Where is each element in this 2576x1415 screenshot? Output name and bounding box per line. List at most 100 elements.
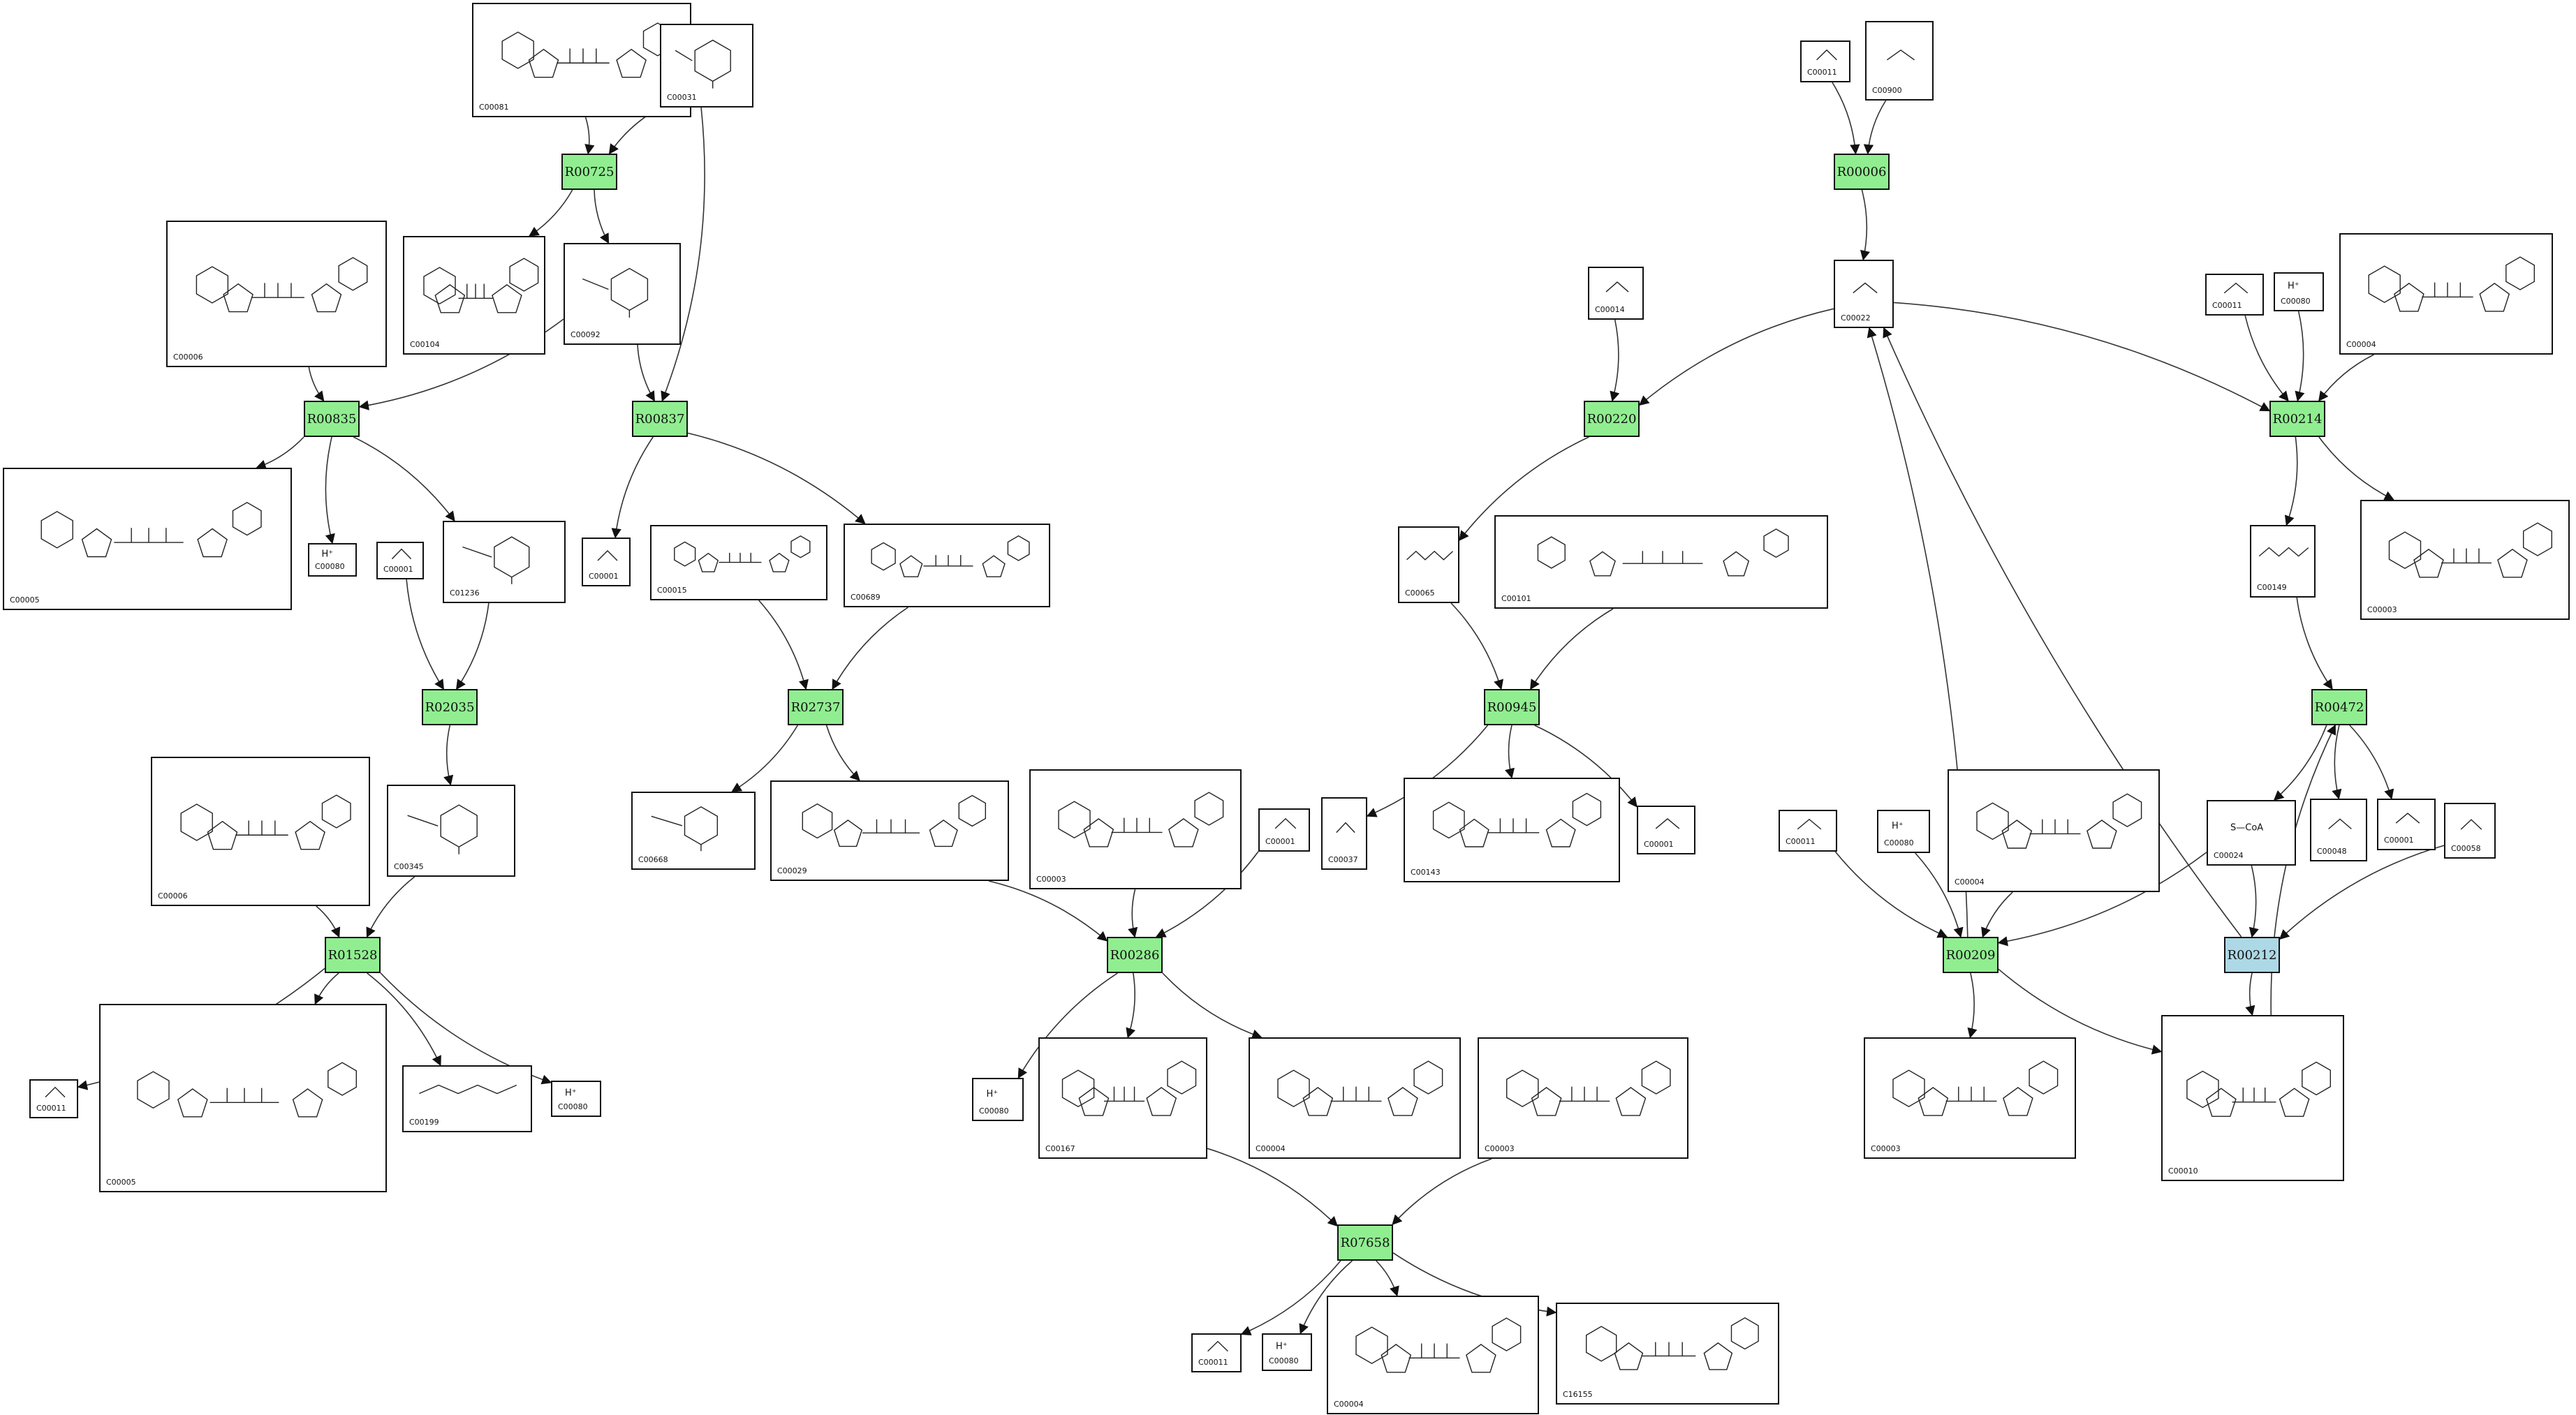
compound-c00080[interactable]: H⁺C00080 [308,543,357,577]
compound-c00022[interactable]: C00022 [1834,260,1894,328]
compound-c00001[interactable]: C00001 [1637,806,1695,854]
compound-c00006[interactable]: C00006 [151,757,370,906]
reaction-r00220[interactable]: R00220 [1584,401,1640,437]
structure-drawing [180,794,351,850]
compound-c00080[interactable]: H⁺C00080 [1262,1333,1312,1371]
compound-c00005[interactable]: C00005 [99,1004,387,1192]
compound-label: C00022 [1841,313,1871,323]
reaction-r00209[interactable]: R00209 [1943,937,1999,973]
edge-R00212-n53 [2245,972,2255,1016]
edge-n34-R00220 [1610,319,1620,402]
compound-c00003[interactable]: C00003 [1029,769,1242,889]
compound-c00029[interactable]: C00029 [770,780,1009,881]
compound-c00004[interactable]: C00004 [2339,233,2553,355]
compound-c00080[interactable]: H⁺C00080 [2274,272,2324,311]
reaction-r02737[interactable]: R02737 [788,689,844,725]
compound-c00668[interactable]: C00668 [631,792,756,870]
structure-drawing: H⁺ [565,1088,577,1099]
compound-c00001[interactable]: C00001 [582,538,631,586]
edge-n46-R00209 [1915,852,1964,938]
compound-label: C00345 [394,862,424,871]
compound-c00037[interactable]: C00037 [1321,797,1367,870]
compound-c00011[interactable]: C00011 [1779,810,1837,852]
compound-c00011[interactable]: C00011 [29,1079,78,1118]
compound-c00101[interactable]: C00101 [1494,515,1828,609]
compound-formula: H⁺ [322,549,334,560]
reaction-r00835[interactable]: R00835 [304,401,360,437]
compound-c00004[interactable]: C00004 [1948,769,2160,892]
reaction-r00286[interactable]: R00286 [1107,937,1163,973]
compound-c00199[interactable]: C00199 [402,1065,532,1132]
reaction-r07658[interactable]: R07658 [1337,1224,1393,1261]
edge-n16-R00286 [988,880,1108,942]
edge-n38-R00945 [1450,602,1503,690]
compound-c00011[interactable]: C00011 [1800,40,1850,82]
compound-c00048[interactable]: C00048 [2310,799,2367,861]
compound-c00092[interactable]: C00092 [564,243,681,345]
compound-c00001[interactable]: C00001 [376,542,424,579]
compound-c00080[interactable]: H⁺C00080 [972,1078,1024,1121]
reaction-r01528[interactable]: R01528 [325,937,381,973]
compound-label: C00143 [1411,868,1441,877]
reaction-r00006[interactable]: R00006 [1834,154,1890,190]
compound-c00080[interactable]: H⁺C00080 [1877,810,1930,853]
compound-c00900[interactable]: C00900 [1865,21,1934,101]
compound-c00003[interactable]: C00003 [2360,500,2570,620]
reaction-r00837[interactable]: R00837 [632,401,688,437]
compound-c00104[interactable]: C00104 [403,236,545,355]
structure-drawing [45,1086,66,1098]
compound-c00006[interactable]: C00006 [166,221,387,367]
compound-c00011[interactable]: C00011 [1191,1333,1242,1372]
compound-c00149[interactable]: C00149 [2250,525,2316,598]
compound-c16155[interactable]: C16155 [1556,1303,1779,1405]
compound-c00143[interactable]: C00143 [1404,778,1620,882]
compound-c00167[interactable]: C00167 [1038,1037,1207,1159]
edge-R02737-n15 [731,725,798,792]
compound-c00065[interactable]: C00065 [1398,526,1459,603]
compound-label: C00081 [479,103,509,112]
compound-c00003[interactable]: C00003 [1478,1037,1688,1159]
compound-c00004[interactable]: C00004 [1249,1037,1461,1159]
compound-c00345[interactable]: C00345 [387,785,515,877]
compound-label: C00092 [571,330,601,339]
edge-n5-R00837 [637,344,655,402]
compound-label: C00080 [558,1102,588,1111]
edge-n17-R00286 [1128,889,1138,938]
compound-formula: H⁺ [1276,1342,1288,1352]
compound-c00003[interactable]: C00003 [1864,1037,2076,1159]
compound-c00004[interactable]: C00004 [1327,1296,1539,1414]
compound-c00010[interactable]: C00010 [2161,1015,2344,1181]
compound-c00031[interactable]: C00031 [660,24,753,108]
compound-label: C00037 [1328,855,1358,864]
structure-drawing [1355,1317,1522,1373]
compound-c00011[interactable]: C00011 [2205,274,2264,316]
compound-c00014[interactable]: C00014 [1588,267,1644,320]
edge-n3-R00835 [308,366,325,402]
structure-drawing [462,536,530,584]
structure-drawing: H⁺ [1892,821,1904,831]
edge-R00212-n33 [1883,327,2242,938]
edge-n36-R00214 [2295,311,2305,402]
compound-c00015[interactable]: C00015 [650,525,827,600]
reaction-r00214[interactable]: R00214 [2269,401,2325,437]
edge-n53-R00472 [2270,724,2336,1016]
compound-c00689[interactable]: C00689 [844,524,1050,607]
reaction-r00945[interactable]: R00945 [1484,689,1540,725]
structure-drawing [871,535,1030,577]
reaction-r00725[interactable]: R00725 [561,154,617,190]
compound-c00005[interactable]: C00005 [3,468,292,610]
compound-c00001[interactable]: C00001 [1258,808,1310,852]
compound-c00080[interactable]: H⁺ C00080 [551,1081,601,1117]
reaction-r00212[interactable]: R00212 [2224,937,2280,973]
compound-c00001[interactable]: C00001 [2377,799,2436,850]
edge-R00286-n24 [1126,972,1136,1039]
compound-label: C00014 [1595,305,1625,314]
compound-c00081[interactable]: C00081 [472,3,691,117]
structure-drawing: S—CoA [2230,822,2263,833]
reaction-r00472[interactable]: R00472 [2311,689,2367,725]
compound-c00058[interactable]: C00058 [2444,803,2496,859]
edge-n40-R00472 [2296,597,2333,690]
reaction-r02035[interactable]: R02035 [422,689,478,725]
compound-c01236[interactable]: C01236 [443,521,566,603]
